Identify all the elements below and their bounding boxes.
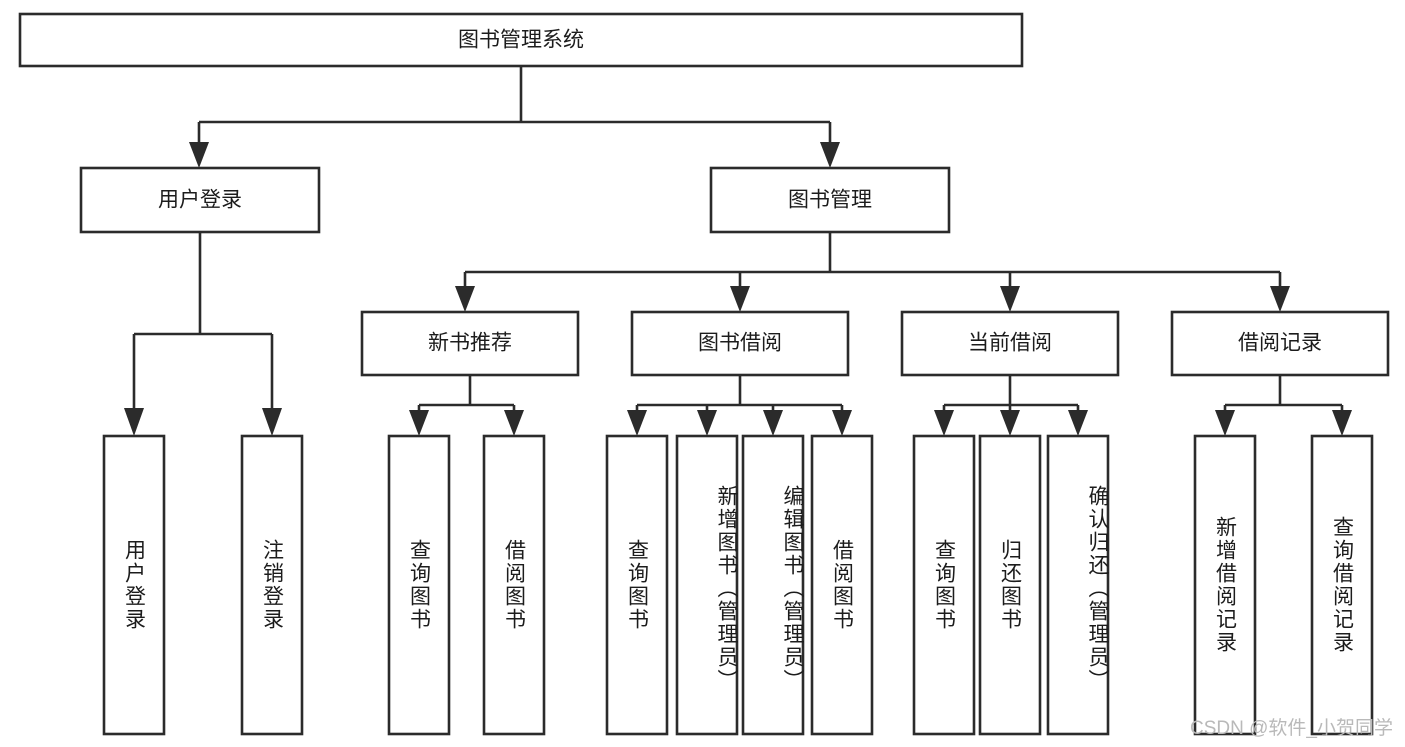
leaf-box-borrow-book-a[interactable] — [482, 434, 546, 736]
arrow-icon — [934, 410, 954, 436]
edge-book-borrow-to-leaves — [627, 375, 852, 436]
node-new-book-recommend-box[interactable] — [360, 310, 580, 377]
node-current-borrow-label: 当前借阅 — [968, 332, 1052, 355]
node-current-borrow[interactable]: 当前借阅 — [900, 310, 1120, 377]
leaf-box-logout[interactable] — [240, 434, 304, 736]
node-book-management[interactable]: 图书管理 — [709, 166, 951, 234]
leaf-box-return-book[interactable] — [978, 434, 1042, 736]
leaf-box-query-book-b[interactable] — [605, 434, 669, 736]
arrow-icon — [1068, 410, 1088, 436]
edge-root-to-level2 — [189, 66, 840, 168]
arrow-icon — [1270, 286, 1290, 312]
leaf-box-confirm-return-admin[interactable] — [1046, 434, 1110, 736]
edge-new-book-recommend-to-leaves — [409, 375, 524, 436]
leaf-box-borrow-book-b[interactable] — [810, 434, 874, 736]
arrow-icon — [627, 410, 647, 436]
arrow-icon — [262, 408, 282, 436]
node-new-book-recommend[interactable]: 新书推荐 — [360, 310, 580, 377]
node-user-login-box[interactable] — [79, 166, 321, 234]
node-new-book-recommend-label: 新书推荐 — [428, 332, 512, 355]
node-book-management-label: 图书管理 — [788, 189, 872, 212]
edge-book-management-to-level3 — [455, 232, 1290, 312]
node-book-borrow[interactable]: 图书借阅 — [630, 310, 850, 377]
arrow-icon — [409, 410, 429, 436]
arrow-icon — [730, 286, 750, 312]
arrow-icon — [124, 408, 144, 436]
arrow-icon — [1000, 286, 1020, 312]
arrow-icon — [1215, 410, 1235, 436]
edge-borrow-record-to-leaves — [1215, 375, 1352, 436]
arrow-icon — [763, 410, 783, 436]
leaf-box-add-borrow-record[interactable] — [1193, 434, 1257, 736]
arrow-icon — [455, 286, 475, 312]
leaf-box-query-borrow-record[interactable] — [1310, 434, 1374, 736]
edge-current-borrow-to-leaves — [934, 375, 1088, 436]
arrow-icon — [832, 410, 852, 436]
leaf-box-user-login[interactable] — [102, 434, 166, 736]
node-borrow-record[interactable]: 借阅记录 — [1170, 310, 1390, 377]
node-book-borrow-label: 图书借阅 — [698, 332, 782, 355]
arrow-icon — [1332, 410, 1352, 436]
edge-user-login-to-leaves — [124, 232, 282, 436]
node-borrow-record-label: 借阅记录 — [1238, 332, 1322, 355]
node-root-label: 图书管理系统 — [458, 29, 584, 52]
leaf-box-query-book-c[interactable] — [912, 434, 976, 736]
node-root[interactable]: 图书管理系统 — [18, 12, 1024, 68]
arrow-icon — [1000, 410, 1020, 436]
leaf-box-add-book-admin[interactable] — [675, 434, 739, 736]
arrow-icon — [504, 410, 524, 436]
arrow-icon — [820, 142, 840, 168]
node-user-login[interactable]: 用户登录 — [79, 166, 321, 234]
arrow-icon — [697, 410, 717, 436]
leaf-box-query-book-a[interactable] — [387, 434, 451, 736]
node-root-box[interactable] — [18, 12, 1024, 68]
csdn-watermark: CSDN @软件_小贺同学 — [1190, 718, 1393, 739]
node-user-login-label: 用户登录 — [158, 189, 242, 212]
node-current-borrow-box[interactable] — [900, 310, 1120, 377]
arrow-icon — [189, 142, 209, 168]
leaf-box-edit-book-admin[interactable] — [741, 434, 805, 736]
